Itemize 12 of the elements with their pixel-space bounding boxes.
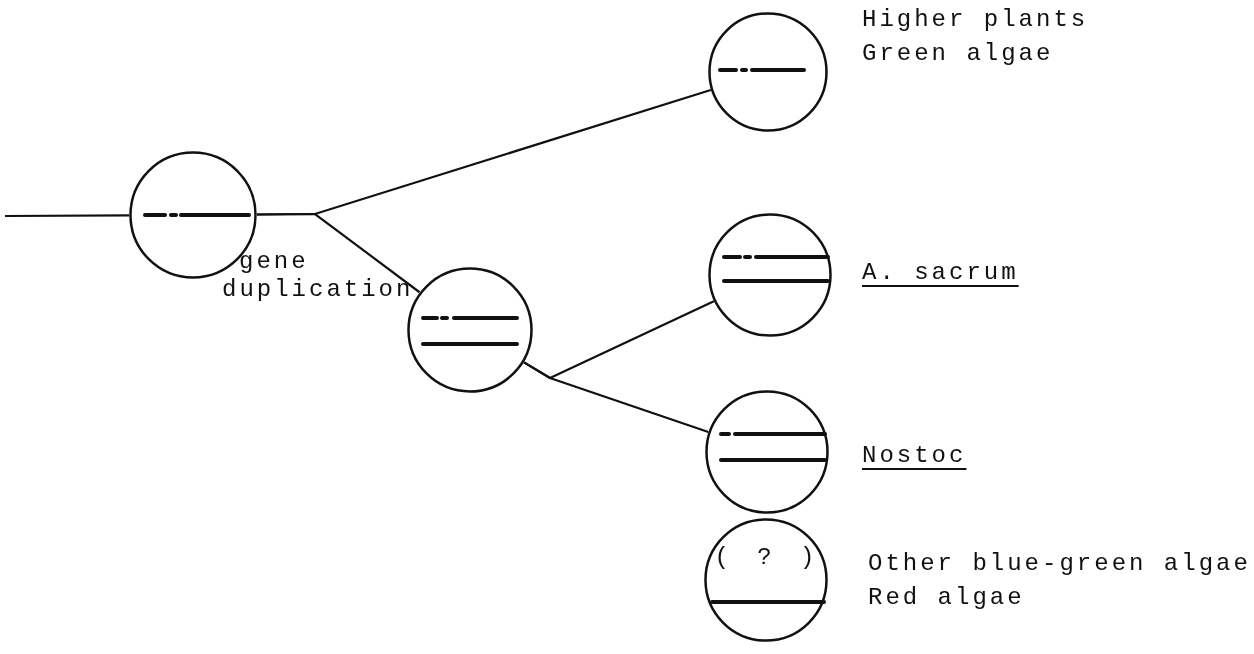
taxon-name: Higher plants xyxy=(862,6,1089,33)
taxon-name: Red algae xyxy=(868,584,1025,611)
taxon-name: Green algae xyxy=(862,40,1054,67)
branch-line xyxy=(523,361,709,434)
taxon-name: Nostoc xyxy=(862,442,967,469)
question-mark-label: ( ? ) xyxy=(713,544,819,572)
branch-line xyxy=(5,214,129,218)
taxon-circle xyxy=(407,267,533,393)
branch-note: gene duplication xyxy=(222,248,415,304)
taxon-name: Other blue-green algae xyxy=(868,550,1251,577)
branch-line xyxy=(257,212,421,294)
taxon-name: A. sacrum xyxy=(862,259,1019,286)
